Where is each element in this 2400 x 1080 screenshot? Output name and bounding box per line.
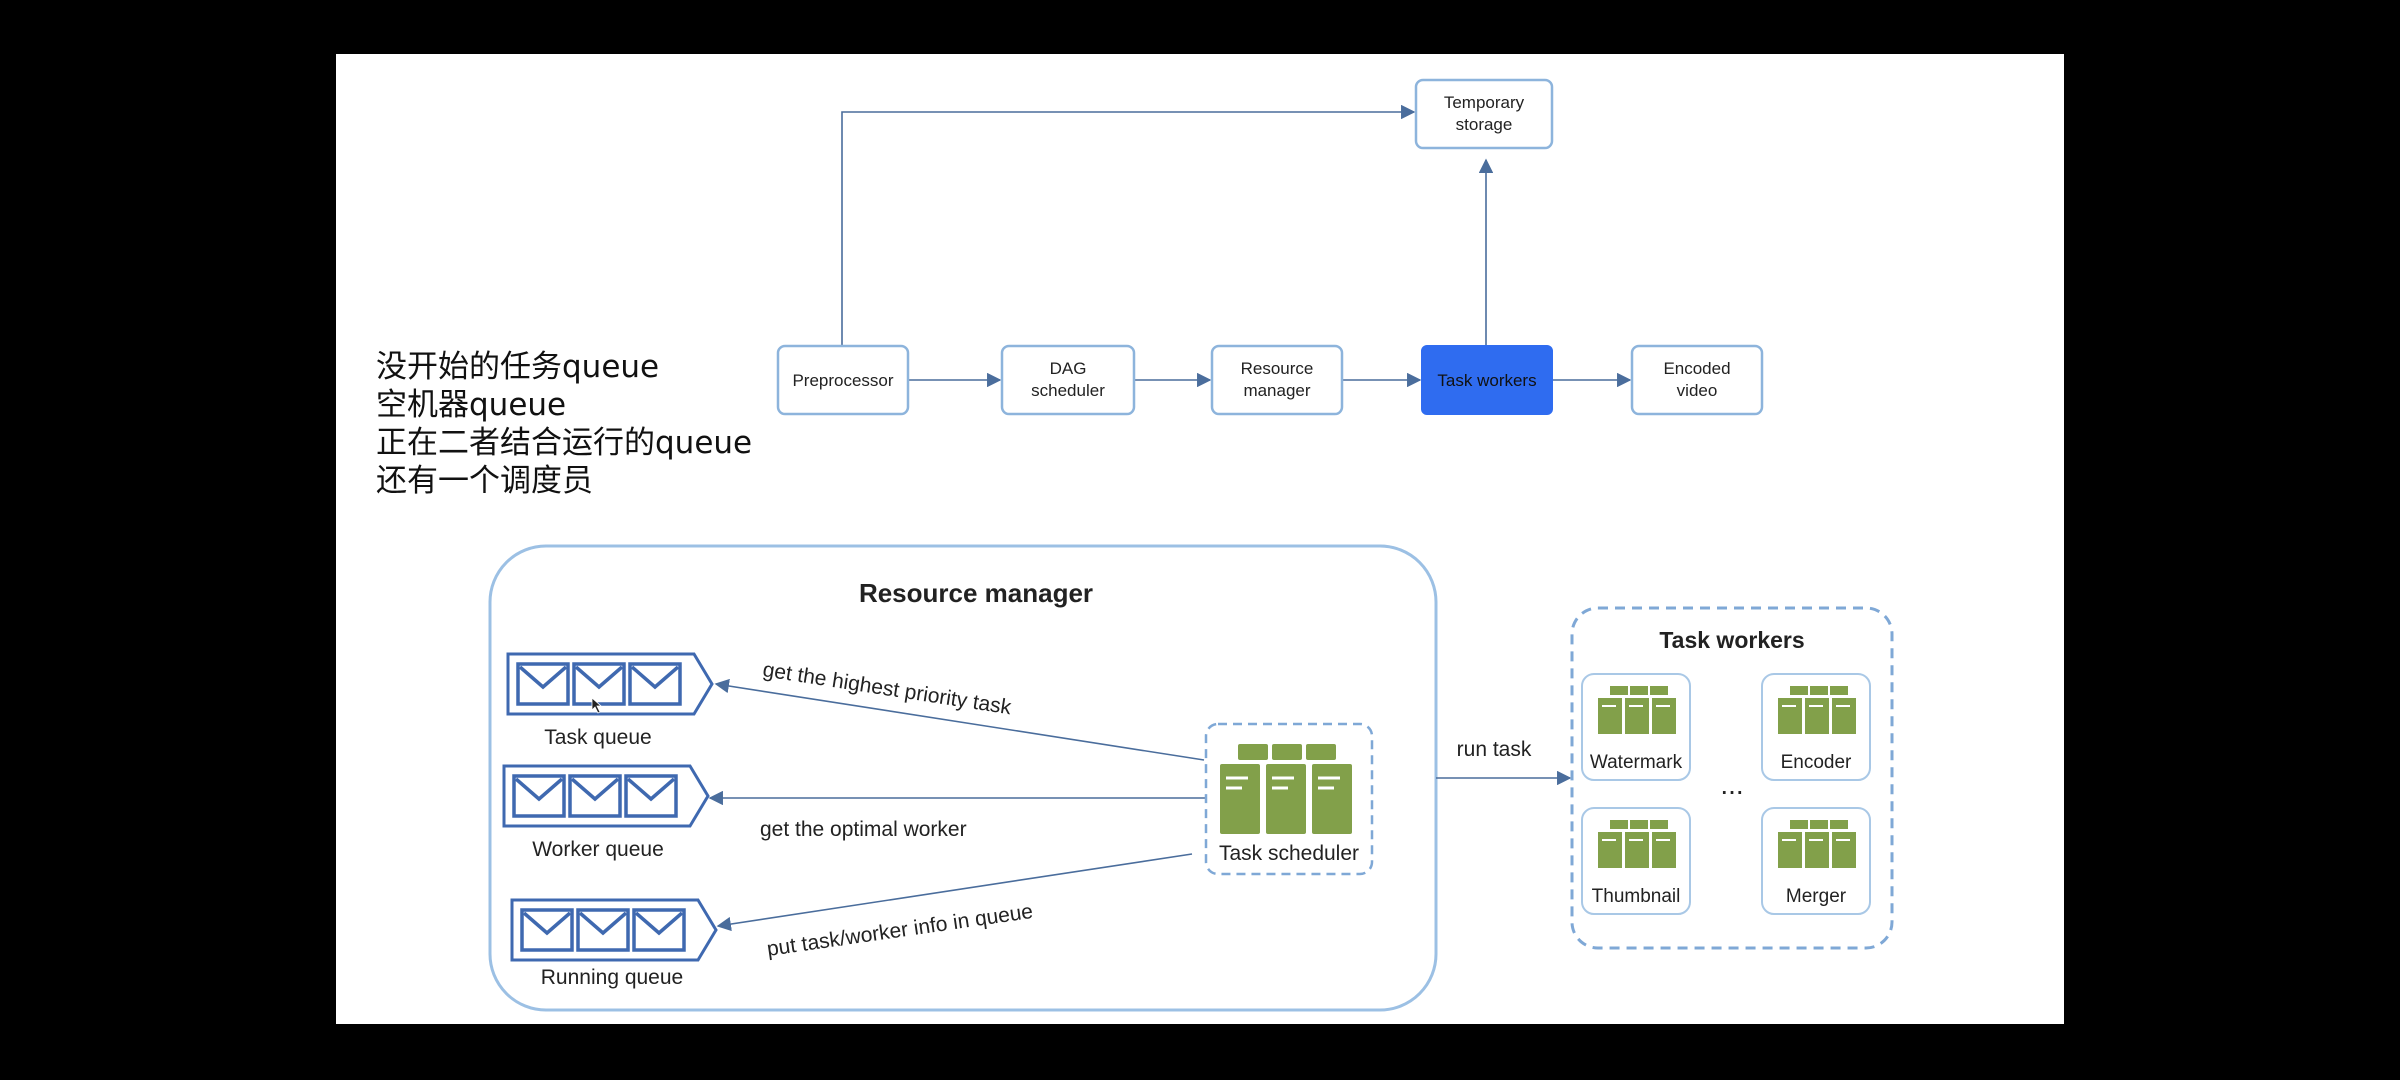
task-workers-label: Task workers: [1437, 371, 1536, 390]
preprocessor-label: Preprocessor: [792, 371, 893, 390]
box-encoded-video: Encoded video: [1630, 344, 1764, 416]
encoded-line1: Encoded: [1663, 359, 1730, 378]
worker-card-watermark: Watermark: [1581, 673, 1691, 781]
resource-manager-title: Resource manager: [859, 578, 1093, 608]
envelope-icon: [632, 908, 686, 952]
worker-card-thumbnail: Thumbnail: [1581, 807, 1691, 915]
worker-card-merger: Merger: [1761, 807, 1871, 915]
worker-queue-label: Worker queue: [532, 838, 664, 861]
box-resource-manager: Resource manager: [1210, 344, 1344, 416]
worker-label-watermark: Watermark: [1590, 752, 1683, 773]
run-task-label: run task: [1457, 738, 1532, 761]
server-icon: [1598, 820, 1676, 868]
envelope-icon: [568, 774, 622, 818]
note-line: 没开始的任务queue: [376, 349, 660, 385]
worker-queue: [502, 764, 710, 828]
edge-to-running-queue: [716, 853, 1193, 932]
box-task-workers-highlight: Task workers: [1421, 345, 1553, 415]
annotation-notes: 没开始的任务queue 空机器queue 正在二者结合运行的queue 还有一个…: [376, 348, 752, 500]
running-queue-label: Running queue: [541, 966, 683, 989]
worker-card-encoder: Encoder: [1761, 673, 1871, 781]
architecture-diagram: Temporary storage Preprocessor DAG sched…: [488, 78, 1894, 1012]
worker-label-thumbnail: Thumbnail: [1592, 886, 1681, 907]
box-preprocessor: Preprocessor: [776, 344, 910, 416]
temporary-storage-line2: storage: [1456, 115, 1513, 134]
envelope-icon: [572, 662, 626, 706]
server-icon: [1778, 686, 1856, 734]
workers-ellipsis: ...: [1720, 769, 1743, 800]
note-line: 正在二者结合运行的queue: [376, 425, 753, 461]
pipeline-arrows: [841, 104, 1632, 388]
arrow-preprocessor-to-storage: [841, 104, 1416, 380]
task-scheduler-label: Task scheduler: [1219, 842, 1359, 865]
note-line: 空机器queue: [376, 387, 567, 423]
box-temporary-storage: Temporary storage: [1414, 78, 1554, 150]
dag-line1: DAG: [1050, 359, 1087, 378]
envelope-icon: [576, 908, 630, 952]
worker-label-merger: Merger: [1786, 886, 1847, 907]
resource-line2: manager: [1243, 381, 1310, 400]
temporary-storage-line1: Temporary: [1444, 93, 1525, 112]
box-dag-scheduler: DAG scheduler: [1000, 344, 1136, 416]
envelope-icon: [512, 774, 566, 818]
envelope-icon: [520, 908, 574, 952]
note-line: 还有一个调度员: [376, 463, 593, 499]
worker-label-encoder: Encoder: [1781, 752, 1852, 773]
envelope-icon: [628, 662, 682, 706]
running-queue: [510, 898, 718, 962]
resource-manager-panel: Resource manager: [488, 544, 1438, 1012]
task-workers-title: Task workers: [1659, 627, 1804, 653]
scheduler-edges: [708, 678, 1208, 932]
edge-to-task-queue: [714, 678, 1205, 761]
server-icon: [1778, 820, 1856, 868]
envelope-icon: [624, 774, 678, 818]
mouse-cursor-icon: [591, 697, 603, 714]
resource-line1: Resource: [1241, 359, 1314, 378]
slide: 没开始的任务queue 空机器queue 正在二者结合运行的queue 还有一个…: [336, 54, 2064, 1024]
edge-label-optimal-worker: get the optimal worker: [760, 818, 967, 841]
server-icon: [1220, 744, 1352, 834]
task-queue-label: Task queue: [544, 726, 651, 749]
task-queue: [506, 652, 714, 716]
server-icon: [1598, 686, 1676, 734]
envelope-icon: [516, 662, 570, 706]
task-scheduler: Task scheduler: [1204, 722, 1374, 876]
encoded-line2: video: [1677, 381, 1718, 400]
dag-line2: scheduler: [1031, 381, 1105, 400]
